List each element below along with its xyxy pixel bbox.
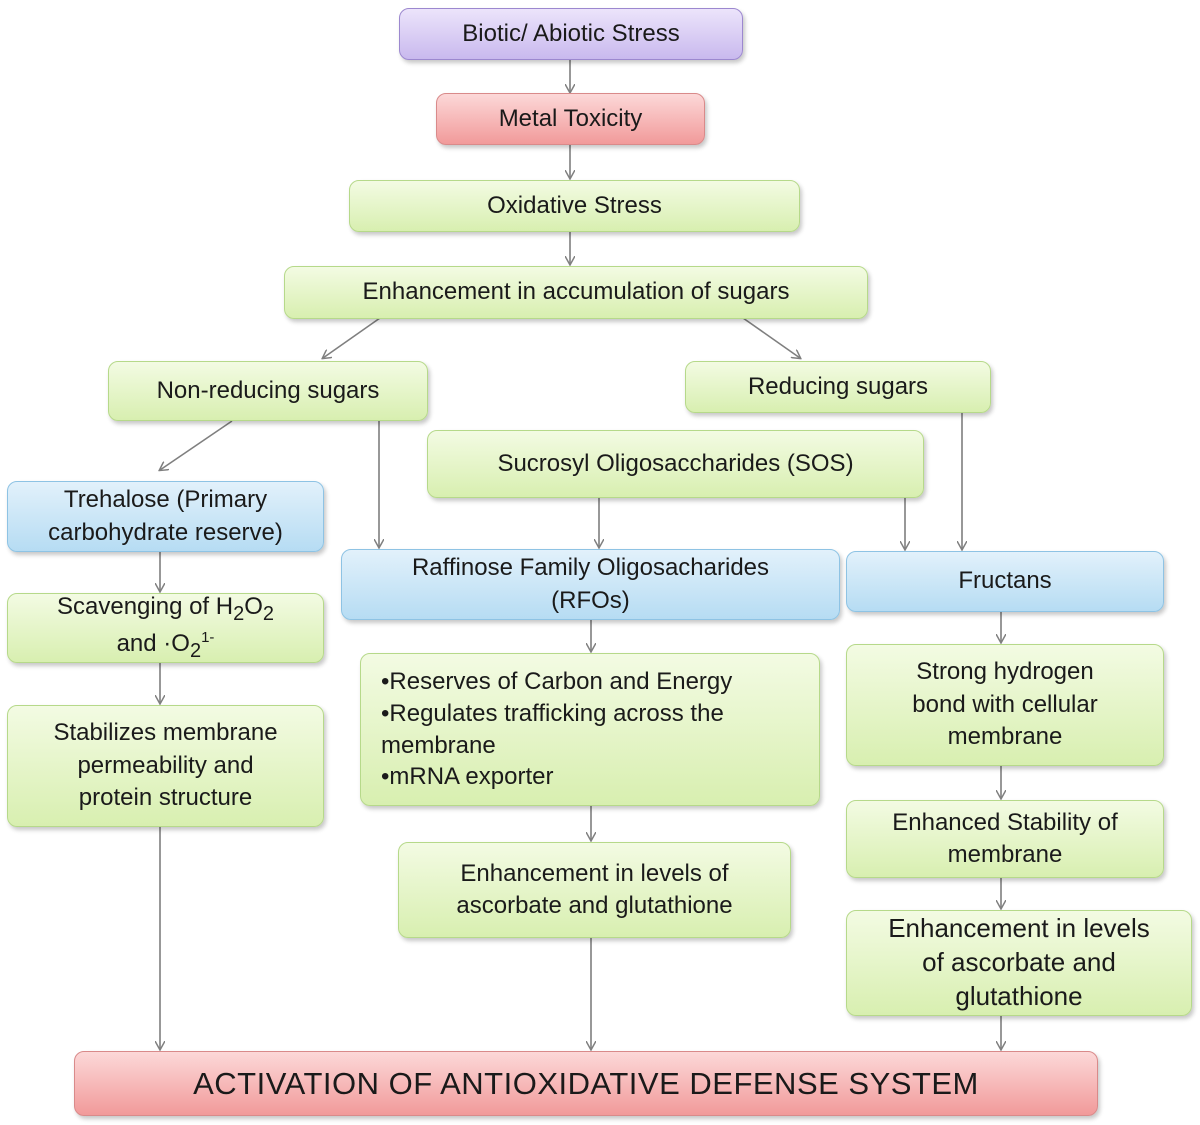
node-label-line: Enhancement in levels — [888, 913, 1150, 944]
node-trehalose: Trehalose (Primary carbohydrate reserve) — [7, 481, 324, 552]
node-label: Biotic/ Abiotic Stress — [462, 19, 680, 47]
node-label-line: permeability and — [77, 751, 254, 779]
node-label-line: glutathione — [955, 980, 1083, 1011]
node-metal-toxicity: Metal Toxicity — [436, 93, 705, 145]
node-label-line: Strong hydrogen — [916, 658, 1094, 686]
node-strong-hydrogen-bond: Strong hydrogen bond with cellular membr… — [846, 644, 1164, 766]
arrow-nonreducing-to-trehalose — [160, 420, 233, 470]
node-label-line: membrane — [947, 723, 1063, 751]
node-oxidative-stress: Oxidative Stress — [349, 180, 800, 232]
node-label: ACTIVATION OF ANTIOXIDATIVE DEFENSE SYST… — [193, 1065, 979, 1101]
node-enhancement-levels-right: Enhancement in levels of ascorbate and g… — [846, 910, 1192, 1016]
subscript: 2 — [233, 603, 245, 625]
node-enhancement-sugars: Enhancement in accumulation of sugars — [284, 266, 868, 319]
node-label-line: ascorbate and glutathione — [456, 892, 733, 919]
scavenging-line1: Scavenging of H2O2 — [57, 591, 274, 628]
node-label-line: bond with cellular — [912, 690, 1098, 718]
text-segment: and ·O — [116, 630, 190, 657]
arrow-enhancement-to-reducing — [742, 317, 800, 358]
subscript: 2 — [262, 603, 275, 625]
node-label: Metal Toxicity — [498, 104, 643, 132]
node-label-line: Stabilizes membrane — [53, 719, 278, 747]
node-label: Reducing sugars — [747, 372, 929, 400]
node-label-line: protein structure — [78, 784, 253, 812]
node-label: Non-reducing sugars — [156, 376, 380, 404]
list-item: •mRNA exporter — [381, 763, 554, 791]
node-label-line: (RFOs) — [551, 586, 630, 614]
node-activation-antioxidative-defense: ACTIVATION OF ANTIOXIDATIVE DEFENSE SYST… — [74, 1051, 1098, 1116]
node-biotic-abiotic-stress: Biotic/ Abiotic Stress — [399, 8, 743, 60]
node-label-line: Raffinose Family Oligosacharides — [411, 554, 770, 582]
node-label: Sucrosyl Oligosaccharides (SOS) — [497, 449, 854, 477]
superscript: 1- — [201, 629, 215, 646]
node-label: Fructans — [958, 567, 1052, 595]
node-label-line: Enhancement in levels of — [460, 859, 729, 887]
node-sucrosyl-oligosaccharides: Sucrosyl Oligosaccharides (SOS) — [427, 430, 924, 498]
list-item: membrane — [381, 731, 496, 759]
node-label: Oxidative Stress — [487, 191, 662, 219]
node-reducing-sugars: Reducing sugars — [685, 361, 991, 413]
list-item: •Reserves of Carbon and Energy — [381, 668, 733, 696]
node-stabilizes-membrane: Stabilizes membrane permeability and pro… — [7, 705, 324, 827]
node-label-line: of ascorbate and — [922, 947, 1116, 978]
text-segment: O — [244, 593, 263, 621]
node-label-line: Trehalose (Primary — [63, 486, 268, 514]
list-item: •Regulates trafficking across the — [381, 699, 724, 727]
node-label-line: membrane — [947, 841, 1063, 868]
node-label: Enhancement in accumulation of sugars — [362, 278, 790, 306]
subscript: 2 — [189, 639, 202, 662]
node-enhancement-levels-middle: Enhancement in levels of ascorbate and g… — [398, 842, 791, 938]
text-segment: Scavenging of H — [56, 593, 234, 621]
node-non-reducing-sugars: Non-reducing sugars — [108, 361, 428, 421]
node-label-line: carbohydrate reserve) — [48, 518, 283, 546]
scavenging-line2: and ·O21- — [57, 628, 274, 665]
node-label-line: Enhanced Stability of — [892, 808, 1118, 836]
node-rfo-functions: •Reserves of Carbon and Energy •Regulate… — [360, 653, 820, 806]
node-fructans: Fructans — [846, 551, 1164, 612]
arrow-enhancement-to-nonreducing — [323, 317, 381, 358]
node-scavenging: Scavenging of H2O2 and ·O21- — [7, 593, 324, 663]
node-enhanced-stability: Enhanced Stability of membrane — [846, 800, 1164, 878]
node-rfos: Raffinose Family Oligosacharides (RFOs) — [341, 549, 840, 620]
